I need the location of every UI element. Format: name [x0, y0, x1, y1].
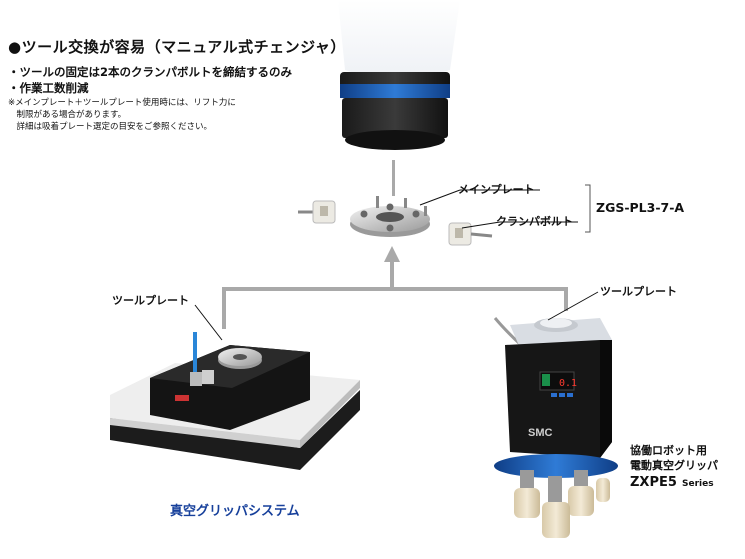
brand-logo: SMC: [528, 427, 553, 439]
label-main-plate: メインプレート: [458, 183, 535, 196]
label-clamper-bolt: クランパボルト: [496, 215, 573, 228]
desc-line-1: 協働ロボット用: [630, 444, 707, 457]
vacuum-gripper-system: [110, 332, 360, 470]
main-plate: [350, 196, 430, 237]
assembly-arrow: [222, 246, 568, 329]
series-suffix: Series: [682, 479, 714, 489]
note-line-3: 詳細は吸着プレート選定の目安をご参照ください。: [8, 122, 213, 132]
bullet-reduce-work: ・作業工数削減: [8, 81, 89, 95]
series-name: ZXPE5: [630, 475, 677, 490]
label-tool-plate-right: ツールプレート: [600, 285, 677, 298]
desc-line-2: 電動真空グリッパ: [630, 459, 718, 472]
clamper-bolt-left: [298, 200, 336, 224]
section-title: ●ツール交換が容易（マニュアル式チェンジャ）: [8, 38, 346, 56]
series-title: ZXPE5 Series: [630, 471, 714, 490]
electric-vacuum-gripper: 0.1 SMC: [493, 317, 618, 538]
connector-line: [392, 160, 395, 196]
label-tool-plate-left: ツールプレート: [112, 294, 189, 307]
display-readout: 0.1: [559, 378, 577, 389]
note-line-1: ※メインプレート＋ツールプレート使用時には、リフト力に: [8, 98, 236, 108]
model-code: ZGS-PL3-7-A: [596, 200, 685, 215]
note-line-2: 制限がある場合があります。: [8, 110, 127, 120]
robot-flange: [338, 0, 460, 150]
bullet-clamp-bolts: ・ツールの固定は2本のクランパボルトを締結するのみ: [8, 65, 292, 79]
clamper-bolt-right: [448, 222, 493, 246]
caption-vacuum-gripper-system: 真空グリッパシステム: [170, 504, 300, 519]
